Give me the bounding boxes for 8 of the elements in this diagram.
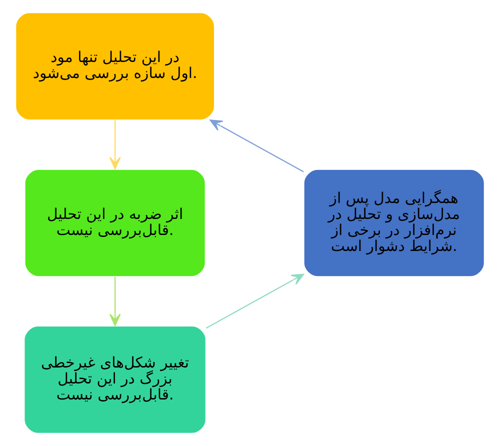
arrow: [109, 120, 121, 170]
node-box: در این تحلیل تنها مود اول سازه بررسی می‌شود.: [15, 12, 216, 121]
arrow: [206, 274, 304, 329]
node-box: تغییر شکل‌های غیرخطی بزرگ در این تحلیل قابل‌بررسی نیست.: [24, 325, 207, 434]
node-box: اثر ضربه در این تحلیل قابل‌بررسی نیست.: [24, 168, 206, 278]
arrow: [109, 276, 121, 326]
node-box: همگرایی مدل پس از مدل‌سازی و تحلیل در نرم‌افزار در برخی از شرایط دشوار است.: [303, 168, 485, 278]
arrow: [210, 120, 304, 172]
